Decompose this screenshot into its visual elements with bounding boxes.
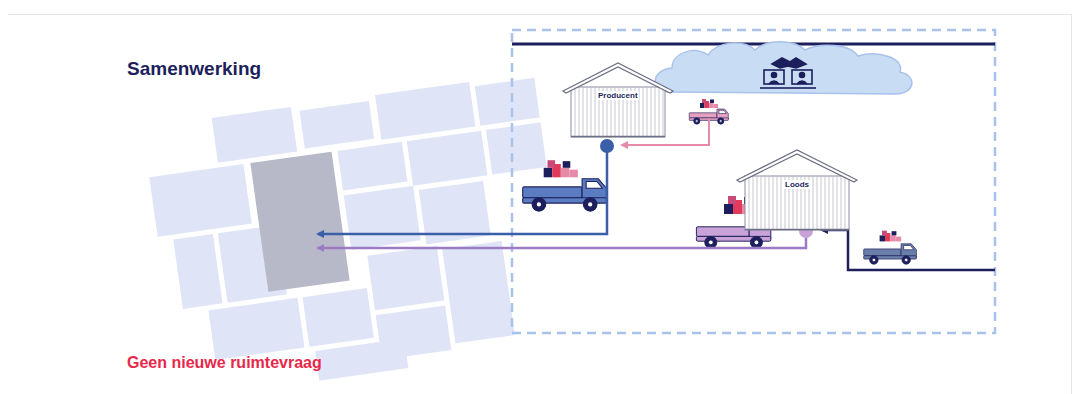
wall-slat [845,176,846,230]
flow-arrow-navy [822,230,995,270]
title: Samenwerking [127,58,261,80]
warehouse-roof [563,63,673,93]
warehouse-wall [745,176,849,230]
wall-slat [579,87,580,137]
wall-slat [757,176,758,230]
truck-cargo [544,160,578,177]
wall-slat [583,87,584,137]
wall-slat [777,176,778,230]
wall-slat [769,176,770,230]
wall-slat [659,87,660,137]
wall-slat [817,176,818,230]
caption: Geen nieuwe ruimtevraag [127,354,322,372]
wall-slat [825,176,826,230]
truck-navy-small [864,244,917,264]
flow-arrow-blue [318,146,607,234]
wall-slat [765,176,766,230]
wall-slat [639,87,640,137]
truck-cargo [880,231,902,242]
wall-slat [663,87,664,137]
wall-slat [591,87,592,137]
wall-slat [761,176,762,230]
wall-slat [643,87,644,137]
cloud [655,42,912,94]
warehouse: Producent [563,63,673,137]
truck-cargo [700,99,718,108]
wall-slat [829,176,830,230]
flow-arrow-purple [318,232,806,248]
wall-slat [841,176,842,230]
dashed-region [512,30,995,333]
warehouse-roof [737,150,857,182]
handshake-icon [760,58,816,88]
wall-slat [773,176,774,230]
wall-slat [821,176,822,230]
wall-slat [833,176,834,230]
wall-slat [595,87,596,137]
truck-blue [523,179,607,211]
wall-slat [813,176,814,230]
wall-slat [753,176,754,230]
wall-slat [781,176,782,230]
wall-slat [651,87,652,137]
warehouse-wall [571,87,665,137]
wall-slat [587,87,588,137]
warehouse-label: Loods [784,180,810,189]
warehouse: Loods [737,150,857,230]
warehouse-outline [563,63,673,137]
dock-dot [600,139,614,153]
top-road [512,43,995,46]
warehouse-outline [737,150,857,230]
grey-plot [250,152,349,292]
wall-slat [655,87,656,137]
wall-slat [837,176,838,230]
wall-slat [647,87,648,137]
wall-slat [749,176,750,230]
warehouse-label: Producent [597,91,639,100]
wall-slat [575,87,576,137]
